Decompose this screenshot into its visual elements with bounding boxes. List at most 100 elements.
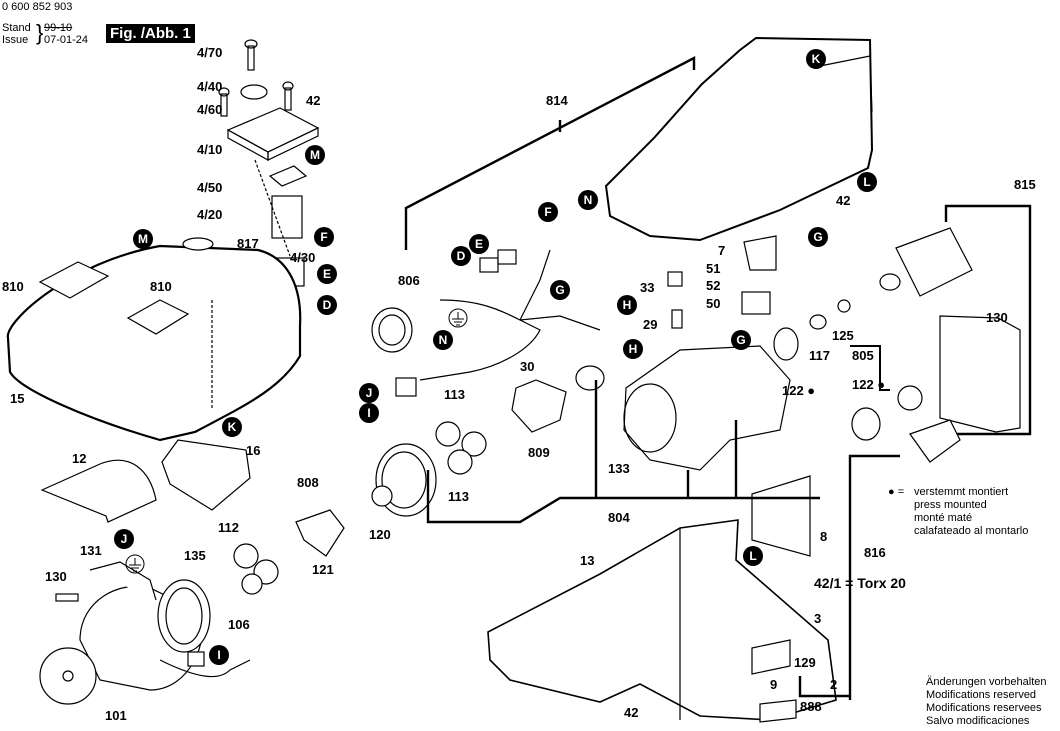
part-label-4-50: 4/50	[197, 180, 223, 195]
part-label-135: 135	[184, 548, 206, 563]
duct-16	[161, 439, 251, 511]
clip-29	[671, 309, 683, 329]
callout-G-1: G	[808, 227, 828, 247]
callout-K-1: K	[222, 417, 242, 437]
legend-line-1: verstemmt montiert	[914, 486, 1009, 498]
part-label-9: 9	[770, 677, 778, 692]
part-label-33: 33	[640, 280, 655, 295]
legend-line-4: calafateado al montarlo	[914, 525, 1029, 537]
footer-note-line-2: Modifications reserved	[926, 689, 1037, 701]
part-label-122-right: 122 ●	[852, 377, 886, 392]
part-label-3: 3	[814, 611, 822, 626]
switch-cover-plate	[226, 107, 320, 162]
callout-N-1: N	[578, 190, 598, 210]
callout-L-1: L	[857, 172, 877, 192]
part-label-815: 815	[1014, 177, 1036, 192]
ring-gear-120	[371, 443, 437, 517]
part-label-4-20: 4/20	[197, 207, 223, 222]
part-label-29: 29	[643, 317, 658, 332]
label-888	[759, 699, 797, 723]
cover-12	[40, 459, 157, 523]
part-label-42-1-torx: 42/1 = Torx 20	[814, 575, 906, 591]
part-label-15: 15	[10, 391, 25, 406]
part-label-101: 101	[105, 708, 127, 723]
part-label-4-40: 4/40	[197, 79, 223, 94]
brush-plate	[909, 419, 961, 463]
legend-line-3: monté maté	[914, 512, 973, 524]
part-label-4-60: 4/60	[197, 102, 223, 117]
tank-814	[604, 36, 874, 242]
part-label-4-70: 4/70	[197, 45, 223, 60]
part-label-13: 13	[580, 553, 595, 568]
stator-106	[157, 579, 211, 653]
brush-50	[741, 291, 771, 315]
callout-I-2: I	[209, 645, 229, 665]
part-label-113-a: 113	[444, 387, 465, 402]
planet-gears-113	[435, 421, 487, 475]
callout-M-1: M	[305, 145, 325, 165]
switch-4-20	[271, 195, 303, 239]
part-label-810-mid: 810	[150, 279, 172, 294]
part-label-121: 121	[312, 562, 334, 577]
wiring-harness-30	[395, 249, 601, 397]
callout-G-3: G	[731, 330, 751, 350]
part-label-8: 8	[820, 529, 828, 544]
brace-symbol: }	[36, 20, 44, 45]
footer-note-line-4: Salvo modificaciones	[926, 715, 1030, 727]
part-label-809: 809	[528, 445, 550, 460]
part-label-42-bottom: 42	[624, 705, 639, 720]
knob-4-40	[240, 84, 268, 100]
gears-112	[233, 543, 279, 595]
part-label-810-left: 810	[2, 279, 24, 294]
part-label-50: 50	[706, 296, 721, 311]
callout-F-2: F	[538, 202, 558, 222]
footer-note-line-3: Modifications reservees	[926, 702, 1042, 714]
seal-122	[773, 327, 799, 361]
part-label-130-right: 130	[986, 310, 1008, 325]
armature	[879, 227, 973, 297]
callout-F-1: F	[314, 227, 334, 247]
label-8	[751, 475, 811, 557]
part-label-42-mid: 42	[836, 193, 851, 208]
part-label-112: 112	[218, 520, 239, 535]
part-label-120: 120	[369, 527, 391, 542]
legend-symbol: ● =	[888, 486, 905, 498]
callout-H-1: H	[617, 295, 637, 315]
part-label-805: 805	[852, 348, 874, 363]
part-label-30: 30	[520, 359, 535, 374]
callout-L-2: L	[743, 546, 763, 566]
footer-note-line-1: Änderungen vorbehalten	[926, 676, 1047, 688]
callout-E-1: E	[317, 264, 337, 284]
washer-117	[809, 314, 827, 330]
gear-housing-133	[623, 345, 791, 471]
part-label-817: 817	[237, 236, 259, 251]
part-label-4-30: 4/30	[290, 250, 316, 265]
ring-125	[837, 299, 851, 313]
seal-122-right	[851, 407, 881, 441]
part-label-42-top: 42	[306, 93, 321, 108]
part-label-814: 814	[546, 93, 568, 108]
bearing-sleeve	[575, 365, 605, 391]
part-label-131: 131	[80, 543, 102, 558]
screw-4-70	[244, 39, 258, 71]
part-label-130-left: 130	[45, 569, 67, 584]
figure-label: Fig. /Abb. 1	[106, 24, 195, 43]
callout-J-1: J	[359, 383, 379, 403]
callout-H-2: H	[623, 339, 643, 359]
screw-4-60	[218, 87, 230, 117]
part-label-113-b: 113	[448, 489, 469, 504]
callout-D-2: D	[451, 246, 471, 266]
part-label-806: 806	[398, 273, 420, 288]
base-housing	[487, 519, 837, 721]
issue-label: Issue	[2, 34, 29, 46]
screw-130-left	[55, 593, 79, 602]
part-label-117: 117	[809, 348, 830, 363]
part-label-16: 16	[246, 443, 261, 458]
callout-D-1: D	[317, 295, 337, 315]
clip-33	[667, 271, 683, 287]
part-label-106: 106	[228, 617, 250, 632]
part-label-2: 2	[830, 677, 838, 692]
callout-N-2: N	[433, 330, 453, 350]
part-label-129: 129	[794, 655, 816, 670]
